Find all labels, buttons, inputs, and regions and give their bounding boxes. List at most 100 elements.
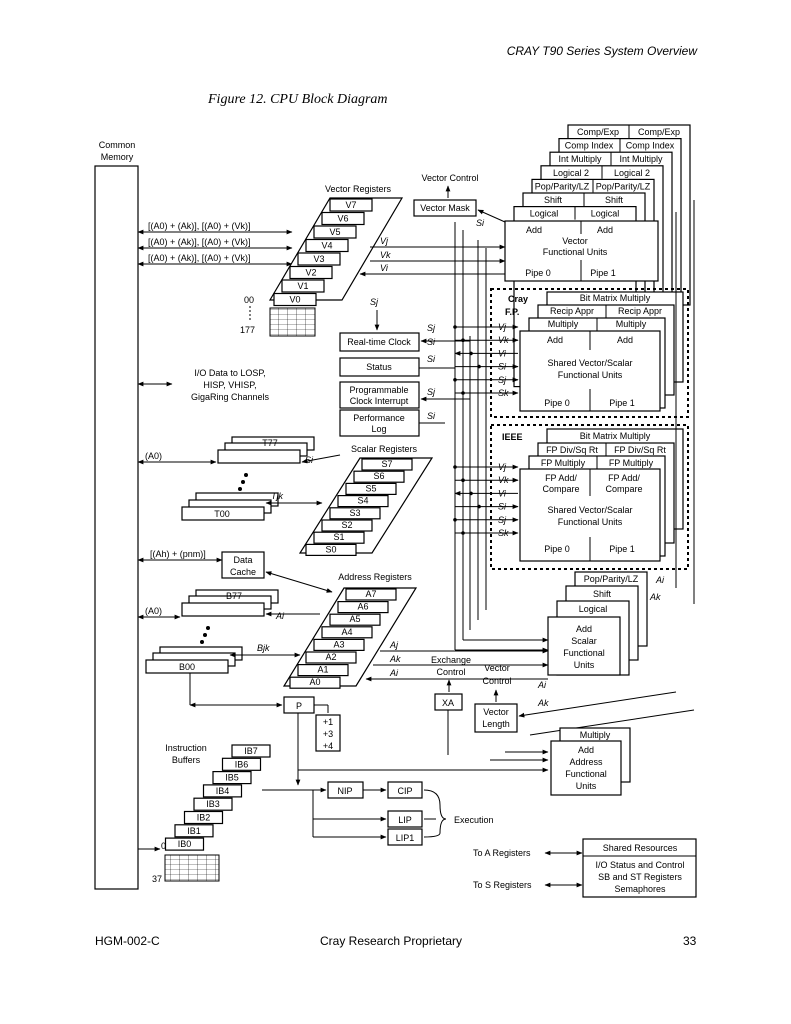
vl-control-1: Vector	[484, 663, 510, 673]
scalar-registers-title: Scalar Registers	[351, 444, 418, 454]
memory-label-1: Common	[99, 140, 136, 150]
vector-pipe0-add: Add	[526, 225, 542, 235]
scalar-name-1: Scalar	[571, 636, 597, 646]
misc-sj-label: Sj	[370, 297, 379, 307]
addr-name-1: Address	[569, 757, 603, 767]
status-label: Status	[366, 362, 392, 372]
ib-index-top: 0	[161, 841, 166, 851]
instruction-buffer-label-ib7: IB7	[244, 746, 258, 756]
scalar-shift: Shift	[593, 589, 612, 599]
scalar-name-3: Units	[574, 660, 595, 670]
vector-unit-pipe1: Int Multiply	[619, 154, 663, 164]
scalar-register-label-s2: S2	[341, 520, 352, 530]
instruction-buffer-label-ib5: IB5	[225, 773, 239, 783]
cray-pipe1: Pipe 1	[609, 398, 635, 408]
vector-unit-pipe0: Shift	[544, 195, 563, 205]
cache-label-2: Cache	[230, 567, 256, 577]
vector-units-name-2: Functional Units	[543, 247, 608, 257]
t-si-label: Si	[305, 455, 314, 465]
vector-unit-pipe1: Comp Index	[626, 141, 675, 151]
addr-add: Add	[578, 745, 594, 755]
scalar-register-label-s0: S0	[325, 544, 336, 554]
vector-register-v6	[321, 211, 365, 226]
address-register-a3	[313, 638, 365, 652]
cache-address-expr: [(Ah) + (pnm)]	[150, 549, 206, 559]
vector-unit-pipe0: Int Multiply	[558, 154, 602, 164]
instruction-buffer-ib7	[231, 744, 271, 758]
programmable-clock-interrupt	[339, 381, 420, 409]
vector-register-label-v3: V3	[313, 254, 324, 264]
ieee-multiply-0: FP Multiply	[541, 458, 586, 468]
status-si: Si	[427, 354, 436, 364]
vector-unit-pipe0: Logical	[530, 209, 559, 219]
vector-mask-register	[413, 199, 477, 217]
address-register-label-a4: A4	[341, 627, 352, 637]
address-register-a0	[289, 676, 341, 689]
vl-label-1: Vector	[483, 707, 509, 717]
exchange-control: Exchange Control XA	[431, 655, 471, 755]
vector-unit-pipe1: Shift	[605, 195, 624, 205]
vector-pipe1-label: Pipe 1	[590, 268, 616, 278]
cray-pipe0: Pipe 0	[544, 398, 570, 408]
cray-fp-units: Cray F.P. Bit Matrix Multiply Recip Appr…	[453, 288, 689, 418]
cray-recip-1: Recip Appr	[618, 306, 662, 316]
vector-register-v5	[313, 225, 357, 239]
cray-multiply-0: Multiply	[548, 319, 579, 329]
address-register-label-a7: A7	[365, 589, 376, 599]
b77-label: B77	[226, 591, 242, 601]
vector-vi-label: Vi	[380, 263, 389, 273]
vector-register-label-v5: V5	[329, 227, 340, 237]
shared-line-2: SB and ST Registers	[598, 872, 682, 882]
vector-register-label-v6: V6	[337, 214, 348, 224]
vector-address-expr-3: [(A0) + (Ak)], [(A0) + (Vk)]	[148, 253, 251, 263]
instruction-buffer-ib5	[212, 770, 252, 785]
vector-register-v1	[281, 279, 325, 293]
address-register-label-a0: A0	[309, 677, 320, 687]
address-register-label-a5: A5	[349, 614, 360, 624]
scalar-register-s4	[337, 495, 389, 508]
vector-pipe0-label: Pipe 0	[525, 268, 551, 278]
vector-register-v2	[289, 265, 333, 280]
ib-title-2: Buffers	[172, 755, 201, 765]
exchange-label-2: Control	[436, 667, 465, 677]
memory-label-2: Memory	[101, 152, 134, 162]
vector-address-expr-2: [(A0) + (Ak)], [(A0) + (Vk)]	[148, 237, 251, 247]
cray-name-2: Functional Units	[558, 370, 623, 380]
instruction-pipeline: NIP CIP LIP LIP1 Execution	[262, 781, 494, 846]
exchange-label-1: Exchange	[431, 655, 471, 665]
vector-units-name-1: Vector	[562, 236, 588, 246]
io-channels: I/O Data to LOSP, HISP, VHISP, GigaRing …	[137, 368, 270, 402]
vector-address-expr-1: [(A0) + (Ak)], [(A0) + (Vk)]	[148, 221, 251, 231]
nip-register: NIP	[337, 786, 352, 796]
address-register-label-a2: A2	[325, 652, 336, 662]
address-register-a4	[321, 626, 373, 639]
shared-line-1: I/O Status and Control	[595, 860, 684, 870]
ieee-name-1: Shared Vector/Scalar	[547, 505, 632, 515]
real-time-clock	[339, 332, 420, 352]
shared-title: Shared Resources	[603, 843, 678, 853]
ieee-div-0: FP Div/Sq Rt	[546, 445, 598, 455]
pci-sj: Sj	[427, 387, 436, 397]
scalar-register-label-s1: S1	[333, 532, 344, 542]
vector-unit-pipe1: Logical 2	[614, 168, 650, 178]
scalar-register-s0	[305, 543, 357, 557]
ieee-multiply-1: FP Multiply	[609, 458, 654, 468]
address-register-a7	[345, 588, 397, 601]
instruction-buffers: Instruction Buffers IB7IB6IB5IB4IB3IB2IB…	[138, 743, 271, 884]
scalar-register-s5	[345, 482, 397, 495]
cray-add-1: Add	[617, 335, 633, 345]
real-time-clock-label: Real-time Clock	[347, 337, 411, 347]
vl-label-2: Length	[482, 719, 510, 729]
instruction-buffer-ib2	[183, 810, 224, 825]
scalar-add: Add	[576, 624, 592, 634]
t-registers: T77 (A0) Si T00 Tjk	[137, 436, 341, 521]
vector-register-v3	[297, 252, 341, 266]
ieee-add-0a: FP Add/	[545, 473, 577, 483]
vector-control-title: Vector Control	[421, 173, 478, 183]
operand-buses	[454, 222, 549, 653]
ieee-add-1a: FP Add/	[608, 473, 640, 483]
aj-label: Aj	[389, 640, 399, 650]
instruction-buffer-label-ib4: IB4	[216, 786, 230, 796]
